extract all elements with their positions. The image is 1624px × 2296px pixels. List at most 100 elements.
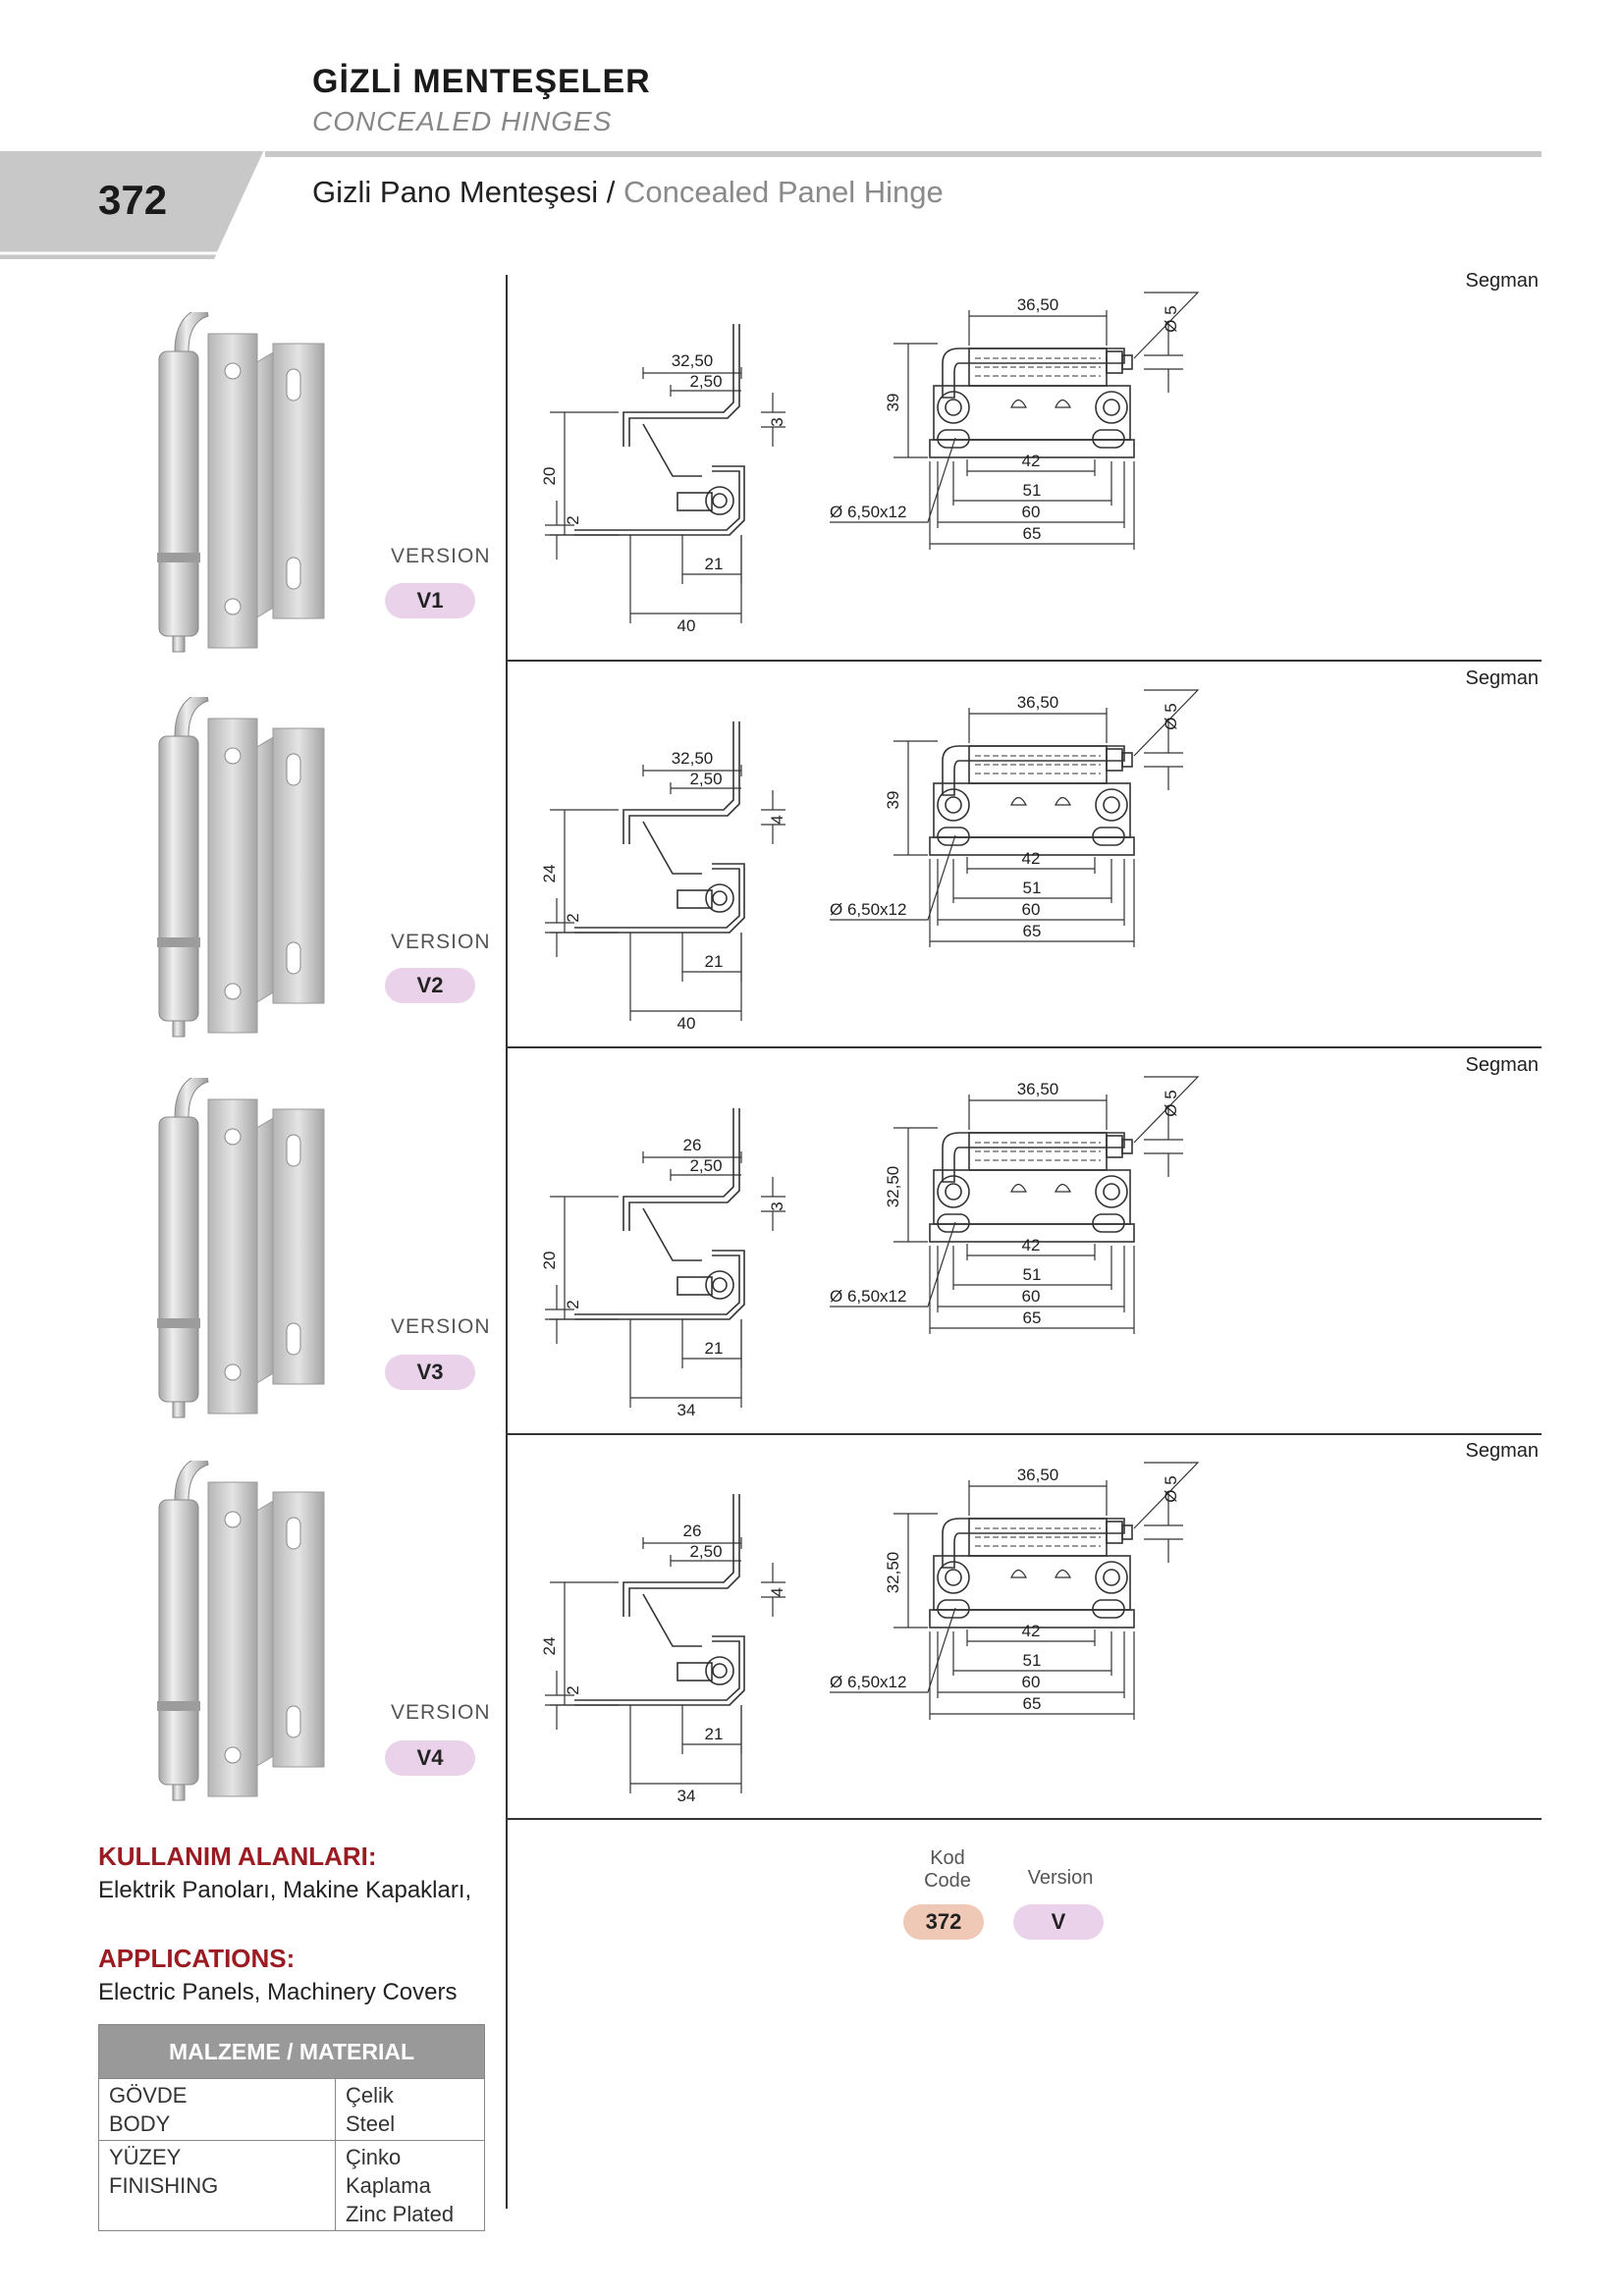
dim-side-small: 2	[564, 1300, 582, 1308]
material-value-en: Steel	[346, 2111, 396, 2136]
dim-front-diameter: Ø 5	[1162, 305, 1180, 332]
hinge-photo-v4	[156, 1461, 325, 1801]
drawing-v4: 26 2,50 4 24 2 21 34 36,50 32,50 Ø 5 Ø 6…	[506, 1435, 1542, 1823]
dim-front-d3: 60	[1022, 1673, 1041, 1691]
dim-side-right: 4	[768, 1587, 786, 1596]
column-divider	[506, 275, 508, 2209]
drawing-v1: 32,50 2,50 3 20 2 21 40 36,50 39 Ø 5 Ø 6…	[506, 265, 1542, 653]
dim-side-inner: 2,50	[689, 1542, 722, 1561]
product-title-tr: Gizli Pano Menteşesi /	[312, 175, 616, 209]
version-label-v2: VERSION	[391, 931, 491, 953]
applications-heading-en: APPLICATIONS:	[98, 1944, 296, 1973]
segman-label: Segman	[1466, 667, 1540, 689]
dim-side-bottom: 34	[677, 1787, 696, 1805]
dim-front-diameter: Ø 5	[1162, 1090, 1180, 1116]
dim-front-hole: Ø 6,50x12	[830, 1673, 906, 1691]
dim-front-top: 36,50	[1017, 1080, 1059, 1098]
product-title: Gizli Pano Menteşesi / Concealed Panel H…	[312, 175, 944, 210]
dim-front-height: 39	[884, 791, 902, 810]
dim-front-d2: 51	[1023, 879, 1042, 897]
applications-heading-tr: KULLANIM ALANLARI:	[98, 1842, 377, 1871]
version-column-label: Version	[1027, 1867, 1094, 1889]
version-badge-v4: V4	[385, 1740, 475, 1776]
dim-side-mid: 21	[705, 1339, 724, 1358]
dim-front-top: 36,50	[1017, 1466, 1059, 1484]
hinge-photo-v3	[156, 1078, 325, 1418]
header-rule	[265, 151, 1542, 157]
material-value-tr: Çinko Kaplama	[346, 2145, 431, 2198]
dim-front-top: 36,50	[1017, 295, 1059, 314]
version-label-v1: VERSION	[391, 545, 491, 567]
dim-side-bottom: 40	[677, 616, 696, 635]
dim-side-height: 20	[540, 1252, 559, 1270]
version-label-v4: VERSION	[391, 1701, 491, 1724]
dim-side-mid: 21	[705, 1725, 724, 1743]
section-title-tr: GİZLİ MENTEŞELER	[312, 63, 651, 100]
dim-side-top: 32,50	[672, 351, 714, 370]
row-divider-4	[506, 1818, 1542, 1820]
dim-side-right: 3	[768, 417, 786, 426]
segman-label: Segman	[1466, 1440, 1540, 1462]
version-badge-v3: V3	[385, 1355, 475, 1390]
dim-front-hole: Ø 6,50x12	[830, 1287, 906, 1306]
version-badge-generic: V	[1013, 1904, 1104, 1940]
dim-side-bottom: 34	[677, 1401, 696, 1419]
applications-text-tr: Elektrik Panoları, Makine Kapakları,	[98, 1877, 472, 1903]
dim-front-d1: 42	[1022, 849, 1041, 868]
dim-side-top: 26	[683, 1136, 702, 1154]
code-label: Kod Code	[903, 1847, 992, 1893]
dim-side-right: 4	[768, 815, 786, 824]
dim-side-mid: 21	[705, 555, 724, 573]
page-number-tab	[0, 151, 267, 259]
drawing-v3: 26 2,50 3 20 2 21 34 36,50 32,50 Ø 5 Ø 6…	[506, 1049, 1542, 1437]
dim-front-d3: 60	[1022, 1287, 1041, 1306]
dim-front-d2: 51	[1023, 1651, 1042, 1670]
drawing-v2: 32,50 2,50 4 24 2 21 40 36,50 39 Ø 5 Ø 6…	[506, 663, 1542, 1050]
dim-side-inner: 2,50	[689, 372, 722, 391]
product-title-en: Concealed Panel Hinge	[623, 175, 944, 209]
row-divider-2	[506, 1046, 1542, 1048]
dim-front-hole: Ø 6,50x12	[830, 503, 906, 521]
version-badge-v2: V2	[385, 968, 475, 1003]
dim-front-height: 39	[884, 394, 902, 412]
hinge-photo-v2	[156, 697, 325, 1038]
code-label-en: Code	[924, 1870, 971, 1892]
dim-front-d3: 60	[1022, 900, 1041, 919]
dim-side-bottom: 40	[677, 1014, 696, 1033]
dim-side-top: 26	[683, 1522, 702, 1540]
material-key-tr: GÖVDE	[109, 2083, 188, 2108]
dim-side-small: 2	[564, 515, 582, 524]
dim-side-inner: 2,50	[689, 1156, 722, 1175]
page-number: 372	[98, 177, 168, 223]
applications-text-en: Electric Panels, Machinery Covers	[98, 1979, 458, 2005]
material-key-en: BODY	[109, 2111, 171, 2136]
segman-label: Segman	[1466, 1054, 1540, 1076]
dim-side-height: 20	[540, 467, 559, 486]
dim-front-hole: Ø 6,50x12	[830, 900, 906, 919]
dim-front-d4: 65	[1023, 1694, 1042, 1713]
dim-front-d4: 65	[1023, 922, 1042, 940]
dim-front-top: 36,50	[1017, 693, 1059, 712]
material-table-header: MALZEME / MATERIAL	[98, 2024, 485, 2079]
code-label-tr: Kod	[930, 1847, 965, 1869]
dim-front-d2: 51	[1023, 1265, 1042, 1284]
dim-side-inner: 2,50	[689, 770, 722, 788]
row-divider-3	[506, 1433, 1542, 1435]
dim-front-d4: 65	[1023, 1308, 1042, 1327]
dim-front-d1: 42	[1022, 1622, 1041, 1640]
material-key-tr: YÜZEY	[109, 2145, 182, 2169]
segman-label: Segman	[1466, 270, 1540, 292]
dim-side-right: 3	[768, 1201, 786, 1210]
version-label-v3: VERSION	[391, 1315, 491, 1338]
section-title-en: CONCEALED HINGES	[312, 106, 613, 136]
row-divider-1	[506, 660, 1542, 662]
dim-side-mid: 21	[705, 952, 724, 971]
dim-side-top: 32,50	[672, 749, 714, 768]
material-value-tr: Çelik	[346, 2083, 394, 2108]
dim-side-height: 24	[540, 865, 559, 883]
dim-front-diameter: Ø 5	[1162, 703, 1180, 729]
dim-front-d2: 51	[1023, 481, 1042, 500]
dim-front-d1: 42	[1022, 1236, 1041, 1255]
